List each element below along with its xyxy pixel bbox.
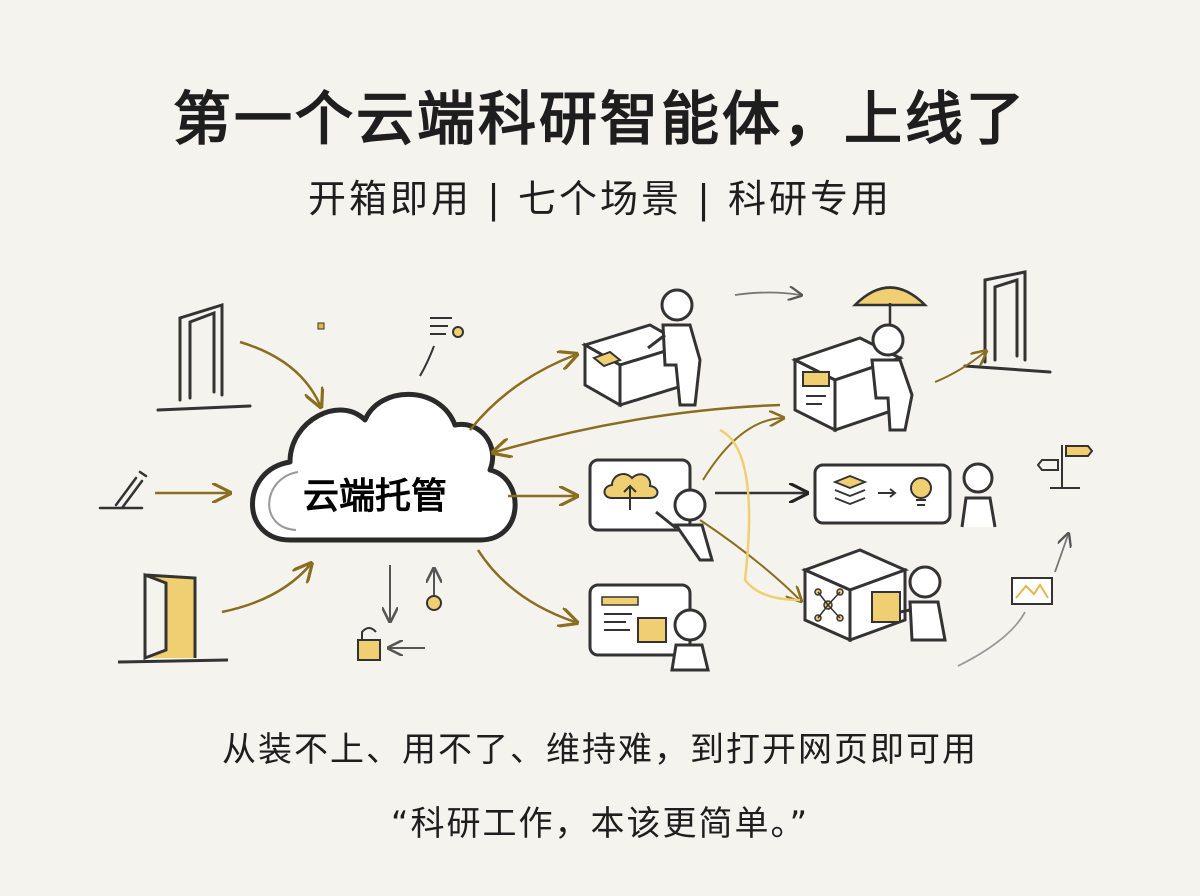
person-figure (655, 488, 714, 562)
doorframe-icon (963, 270, 1052, 374)
person-figure (670, 608, 710, 672)
arrow-cloud-to-window (476, 549, 575, 622)
arrow-door-to-cloud (239, 340, 320, 405)
arrow-cloud-to-box (469, 355, 575, 431)
open-door-icon (117, 572, 229, 664)
main-title: 第一个云端科研智能体，上线了 (172, 85, 1027, 153)
person-figure (960, 462, 997, 528)
browser-window-card (588, 583, 692, 657)
arrow-opendoor-to-cloud (221, 565, 310, 614)
quote-text: “科研工作，本该更简单。” (390, 804, 810, 844)
cloud-upload-card (588, 458, 692, 532)
caption-text: 从装不上、用不了、维持难，到打开网页即可用 (222, 730, 978, 770)
subtitle: 开箱即用 | 七个场景 | 科研专用 (308, 177, 892, 221)
arrow-up-right (1054, 535, 1068, 573)
network-box (800, 548, 910, 643)
layers-to-idea-card (813, 463, 952, 525)
arrow-box-to-cloud (495, 403, 781, 452)
signpost-icon (1036, 445, 1094, 489)
arrow-to-exit (934, 352, 985, 383)
arrow-top-right (734, 293, 800, 296)
dot-icon (317, 322, 325, 330)
doorframe-icon (156, 302, 252, 412)
cloud-hub: 云端托管 (250, 391, 518, 543)
pin-icon (426, 570, 442, 611)
lock-icon (357, 627, 425, 661)
cargo-box (791, 336, 904, 433)
umbrella-icon (851, 286, 929, 330)
pen-icon (98, 470, 148, 510)
person-figure (870, 323, 914, 432)
arrow-upload-to-network (699, 519, 800, 600)
curve-to-chart (957, 611, 1026, 667)
connector-curve (719, 428, 801, 602)
chart-icon (1011, 577, 1053, 605)
person-figure (899, 565, 947, 642)
arrow-upload-to-cargo (702, 418, 782, 481)
person-figure (647, 288, 702, 407)
cloud-hub-label: 云端托管 (303, 476, 447, 517)
chat-lines-icon (419, 317, 464, 377)
